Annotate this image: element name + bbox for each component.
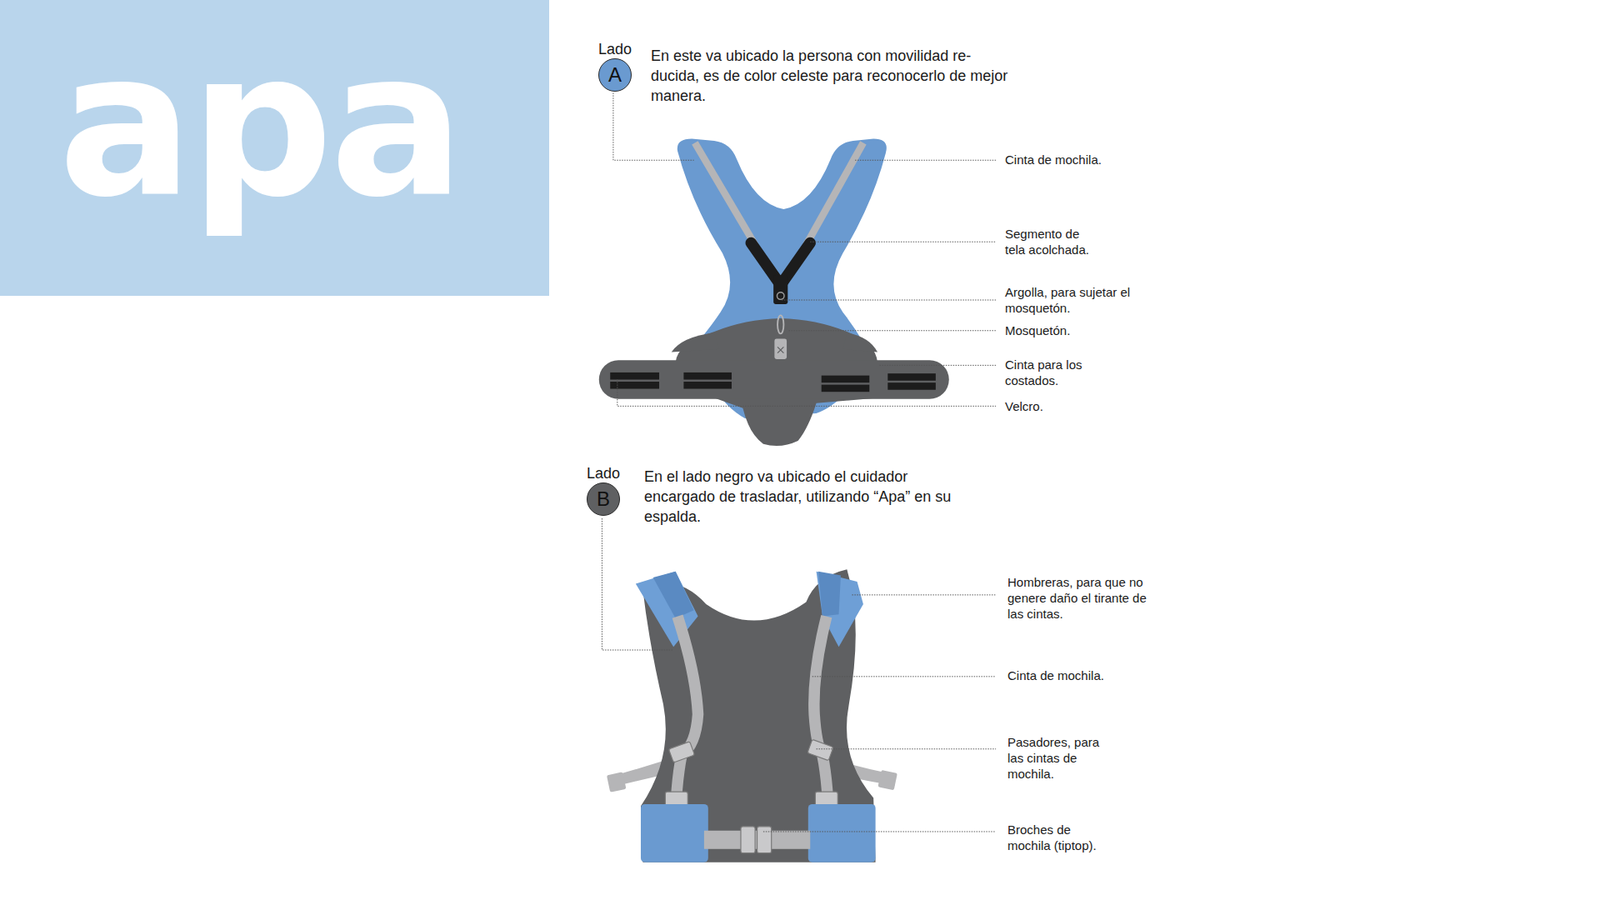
part-label: Pasadores, para las cintas de mochila.: [1007, 734, 1110, 782]
vest-side-a: [599, 139, 950, 446]
part-label: Cinta de mochila.: [1007, 667, 1175, 684]
side-letter: B: [596, 489, 610, 510]
side-circle-shape: A: [598, 58, 632, 92]
part-label: Cinta para los costados.: [1005, 356, 1089, 389]
vest-side-b: [606, 569, 898, 862]
part-label: Argolla, para sujetar el mosquetón.: [1005, 284, 1143, 316]
leader-lines: [601, 92, 996, 832]
side-letter: A: [608, 65, 622, 85]
side-circle-shape: B: [586, 482, 620, 516]
description: En este va ubicado la persona con movili…: [650, 45, 1010, 106]
part-label: Mosquetón.: [1005, 322, 1172, 339]
side-circle: LadoA: [591, 40, 639, 92]
side-heading: Lado: [580, 464, 627, 483]
description: En el lado negro va ubicado el cuidador …: [644, 466, 955, 527]
part-label: Hombreras, para que no genere daño el ti…: [1007, 574, 1158, 622]
side-heading: Lado: [591, 40, 639, 59]
part-label: Cinta de mochila.: [1005, 151, 1172, 168]
logo-panel: apa: [0, 0, 550, 296]
logo-text: apa: [58, 25, 462, 225]
part-label: Segmento de tela acolchada.: [1005, 225, 1099, 258]
side-circle: LadoB: [580, 464, 627, 516]
part-label: Velcro.: [1005, 398, 1172, 415]
part-label: Broches de mochila (tiptop).: [1007, 821, 1113, 854]
